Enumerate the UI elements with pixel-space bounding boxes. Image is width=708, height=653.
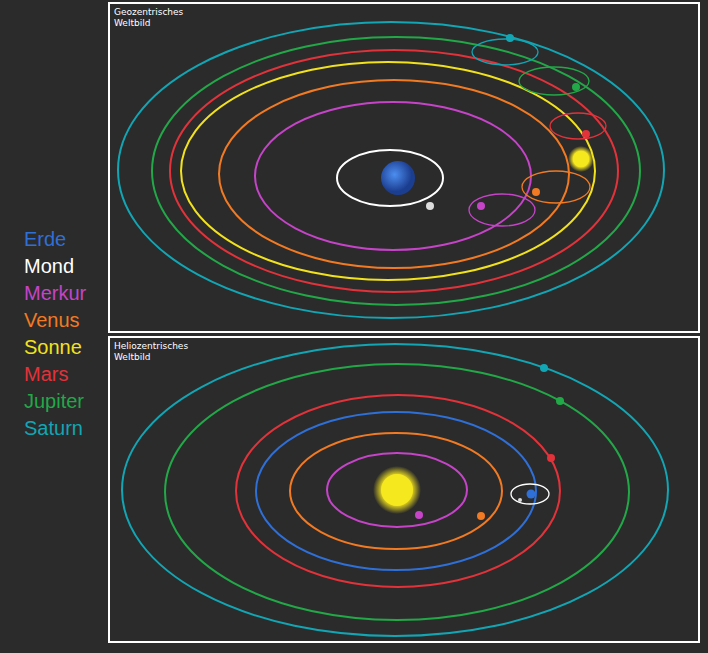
panel-title: Geozentrisches Weltbild <box>114 7 194 29</box>
legend-entry: Venus <box>24 307 86 334</box>
legend-entry: Saturn <box>24 415 86 442</box>
view-panel: Geozentrisches Weltbild <box>108 2 700 333</box>
legend-entry: Jupiter <box>24 388 86 415</box>
legend-entry: Mars <box>24 361 86 388</box>
legend-entry: Erde <box>24 226 86 253</box>
legend-entry: Merkur <box>24 280 86 307</box>
view-panel: Heliozentrisches Weltbild <box>108 336 700 643</box>
legend-entry: Sonne <box>24 334 86 361</box>
legend-entry: Mond <box>24 253 86 280</box>
legend: ErdeMondMerkurVenusSonneMarsJupiterSatur… <box>24 226 86 442</box>
panel-title: Heliozentrisches Weltbild <box>114 341 194 363</box>
